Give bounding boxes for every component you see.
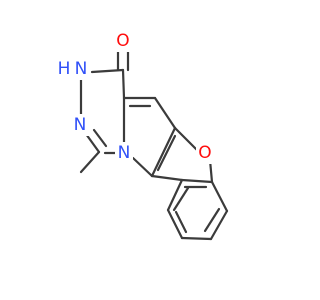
bond-benz-4-double — [203, 207, 221, 233]
atom-label-imine-nitrogen: N — [74, 115, 87, 135]
atom-label-pyrrole-nitrogen: N — [118, 143, 131, 163]
bond-methyl — [79, 150, 101, 174]
bond-benz-2 — [166, 208, 184, 240]
bond-benz-5 — [210, 180, 229, 213]
bond-n-c-methyl-double — [92, 128, 108, 148]
bond-c2-c3-double — [156, 134, 177, 172]
bond-benz-4 — [209, 209, 229, 241]
bond-c-nh — [90, 68, 125, 74]
bond-c4-c5 — [180, 178, 214, 184]
bond-c2-c3 — [150, 126, 177, 178]
molecule-structure: O H N N N O — [56, 30, 229, 241]
bond-benz-3 — [180, 236, 213, 241]
atom-label-layer: O H N N N O — [56, 30, 214, 164]
bond-c-carbonyl — [121, 68, 126, 100]
bond-n-pyrrole-c2 — [131, 156, 154, 178]
bond-pyrrole-top-c — [153, 96, 177, 130]
atom-label-carbonyl-oxygen: O — [116, 31, 129, 51]
atom-label-nh-hydrogen: H — [58, 59, 71, 79]
bond-benz-1 — [166, 178, 184, 212]
bond-c3-o-furan — [173, 126, 199, 152]
bond-layer — [79, 48, 229, 241]
atom-label-nh-nitrogen: N — [75, 59, 88, 79]
bond-benz-2-double — [174, 210, 188, 234]
atom-label-furan-oxygen: O — [198, 143, 211, 163]
bond-benz-6-double — [172, 186, 190, 212]
bond-n-c-methyl — [84, 132, 101, 154]
bond-c5-c2 — [150, 174, 184, 182]
